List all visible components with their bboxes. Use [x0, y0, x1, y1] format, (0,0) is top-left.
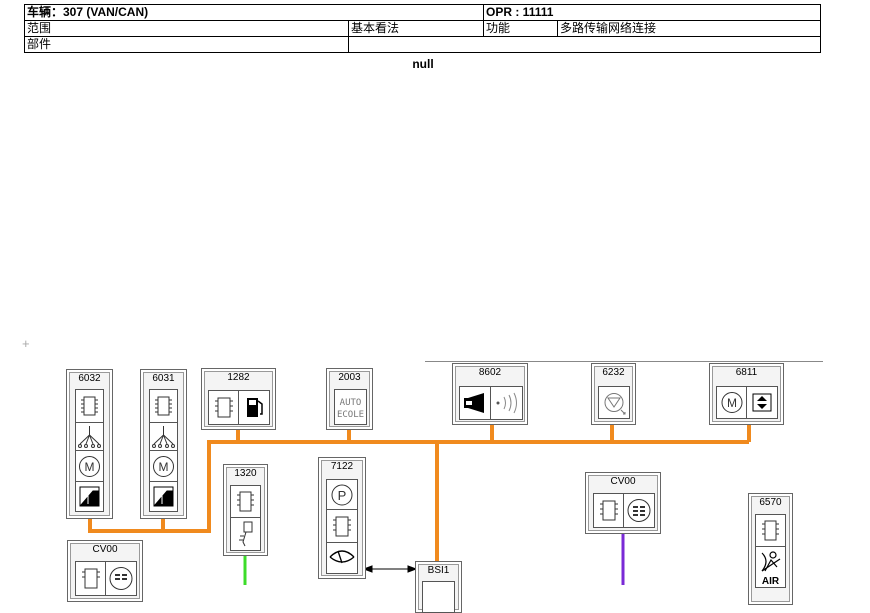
component-6811[interactable]: 6811 M: [709, 363, 784, 425]
ecu-chip-icon: [208, 390, 240, 425]
switch-array-icon: [75, 422, 104, 452]
fuel-pump-icon: [238, 390, 270, 425]
motor-icon: M: [75, 450, 104, 483]
motor-icon: M: [149, 450, 178, 483]
ecu-chip-icon: [75, 561, 107, 596]
auto-ecole-line1: AUTO: [340, 398, 362, 408]
switch-array-icon: [149, 422, 178, 452]
component-code: 6811: [735, 367, 758, 378]
ecu-chip-icon: [326, 509, 358, 544]
motor-icon: M: [716, 386, 748, 419]
auto-ecole-line2: ECOLE: [337, 410, 364, 420]
horn-icon: [459, 386, 492, 420]
window-lift-icon: [149, 481, 178, 512]
ecu-chip-icon: [75, 389, 104, 424]
component-code: 1282: [227, 372, 250, 383]
bidirectional-arrow: [362, 565, 418, 573]
component-code: CV00: [610, 476, 636, 487]
svg-text:P: P: [338, 488, 347, 503]
component-bsi1[interactable]: BSI1: [415, 561, 462, 613]
ecu-chip-icon: [755, 514, 786, 548]
wiper-icon: [326, 542, 358, 574]
component-1320[interactable]: 1320: [223, 464, 268, 556]
component-code: 6032: [78, 373, 101, 384]
component-code: 7122: [330, 461, 354, 472]
svg-text:M: M: [85, 460, 95, 474]
component-cv00-right[interactable]: CV00: [585, 472, 661, 534]
component-6570[interactable]: 6570 AIR: [748, 493, 793, 605]
airbag-icon: AIR: [755, 546, 786, 588]
svg-text:M: M: [159, 460, 169, 474]
ecu-chip-icon: [593, 493, 625, 528]
can-bus-main: [88, 440, 749, 533]
component-1282[interactable]: 1282: [201, 368, 276, 430]
can-bus-wires: [88, 423, 751, 563]
svg-text:M: M: [727, 396, 737, 410]
function-label: 功能: [483, 20, 559, 37]
component-8602[interactable]: 8602: [452, 363, 528, 425]
auto-ecole-icon: AUTO ECOLE: [334, 389, 367, 425]
steering-switch-icon: [105, 561, 137, 596]
crosshair-marker: +: [22, 336, 30, 351]
null-label: null: [412, 57, 434, 71]
steering-switch-icon: [623, 493, 655, 528]
component-6232[interactable]: 6232: [591, 363, 636, 425]
component-2003[interactable]: 2003 AUTO ECOLE: [326, 368, 373, 430]
header-table: 车辆：307 (VAN/CAN) OPR : 11111 范围 基本看法 功能 …: [23, 4, 821, 53]
component-code: 6570: [759, 497, 782, 508]
ecu-chip-icon: [149, 389, 178, 424]
part-value: [348, 36, 821, 53]
injector-icon: [230, 517, 261, 551]
component-6031[interactable]: 6031 M: [140, 369, 187, 519]
component-code: 2003: [338, 372, 361, 383]
ecu-chip-icon: [230, 485, 261, 519]
siren-sound-icon: [490, 386, 523, 420]
airbag-label: AIR: [762, 576, 780, 587]
ecu-chip-icon: [422, 581, 455, 613]
sunroof-actuator-icon: [746, 386, 778, 419]
component-code: 1320: [234, 468, 257, 479]
component-cv00-left[interactable]: CV00: [67, 540, 143, 602]
window-lift-icon: [75, 481, 104, 512]
part-label: 部件: [24, 36, 349, 53]
component-code: CV00: [92, 544, 118, 555]
component-7122[interactable]: 7122 P: [318, 457, 366, 579]
component-code: 8602: [478, 367, 502, 378]
alarm-icon: [598, 386, 630, 419]
wiring-layer: [88, 361, 823, 585]
component-6032[interactable]: 6032 M: [66, 369, 113, 519]
component-code: BSI1: [427, 565, 450, 576]
parking-icon: P: [326, 479, 358, 511]
component-code: 6031: [152, 373, 175, 384]
component-code: 6232: [602, 367, 625, 378]
